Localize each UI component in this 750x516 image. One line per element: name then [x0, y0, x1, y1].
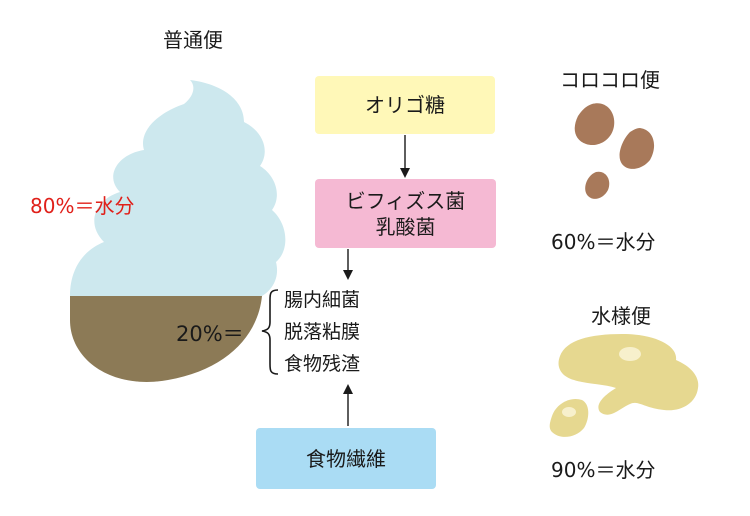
lactobacillus-label: 乳酸菌 — [375, 214, 436, 239]
component-food-residue: 食物残渣 — [284, 353, 361, 375]
dietary-fiber-box: 食物繊維 — [256, 428, 436, 489]
arrow-bacteria-to-components — [343, 249, 353, 280]
hard-stool-title: コロコロ便 — [560, 68, 660, 92]
component-gut-bacteria: 腸内細菌 — [284, 289, 361, 311]
normal-stool-solid-shape — [70, 296, 262, 382]
watery-stool-blobs — [549, 334, 699, 437]
normal-stool-water-shape — [70, 80, 286, 296]
components-bracket — [261, 289, 279, 375]
normal-stool-title: 普通便 — [163, 28, 223, 52]
dietary-fiber-label: 食物繊維 — [306, 446, 386, 471]
bacteria-box: ビフィズス菌 乳酸菌 — [315, 179, 496, 248]
arrow-oligo-to-bacteria — [400, 135, 410, 178]
oligosaccharide-box: オリゴ糖 — [315, 76, 495, 134]
normal-stool-solid-label: 20%＝ — [176, 322, 244, 346]
arrow-fiber-to-components — [343, 384, 353, 426]
watery-stool-water-label: 90%＝水分 — [551, 458, 656, 482]
oligosaccharide-label: オリゴ糖 — [365, 93, 445, 117]
bifidobacteria-label: ビフィズス菌 — [345, 188, 466, 213]
normal-stool-water-label: 80%＝水分 — [30, 194, 135, 218]
hard-stool-pellets — [574, 103, 655, 199]
hard-stool-water-label: 60%＝水分 — [551, 230, 656, 254]
component-shed-mucosa: 脱落粘膜 — [284, 321, 361, 343]
watery-stool-title: 水様便 — [591, 304, 651, 328]
